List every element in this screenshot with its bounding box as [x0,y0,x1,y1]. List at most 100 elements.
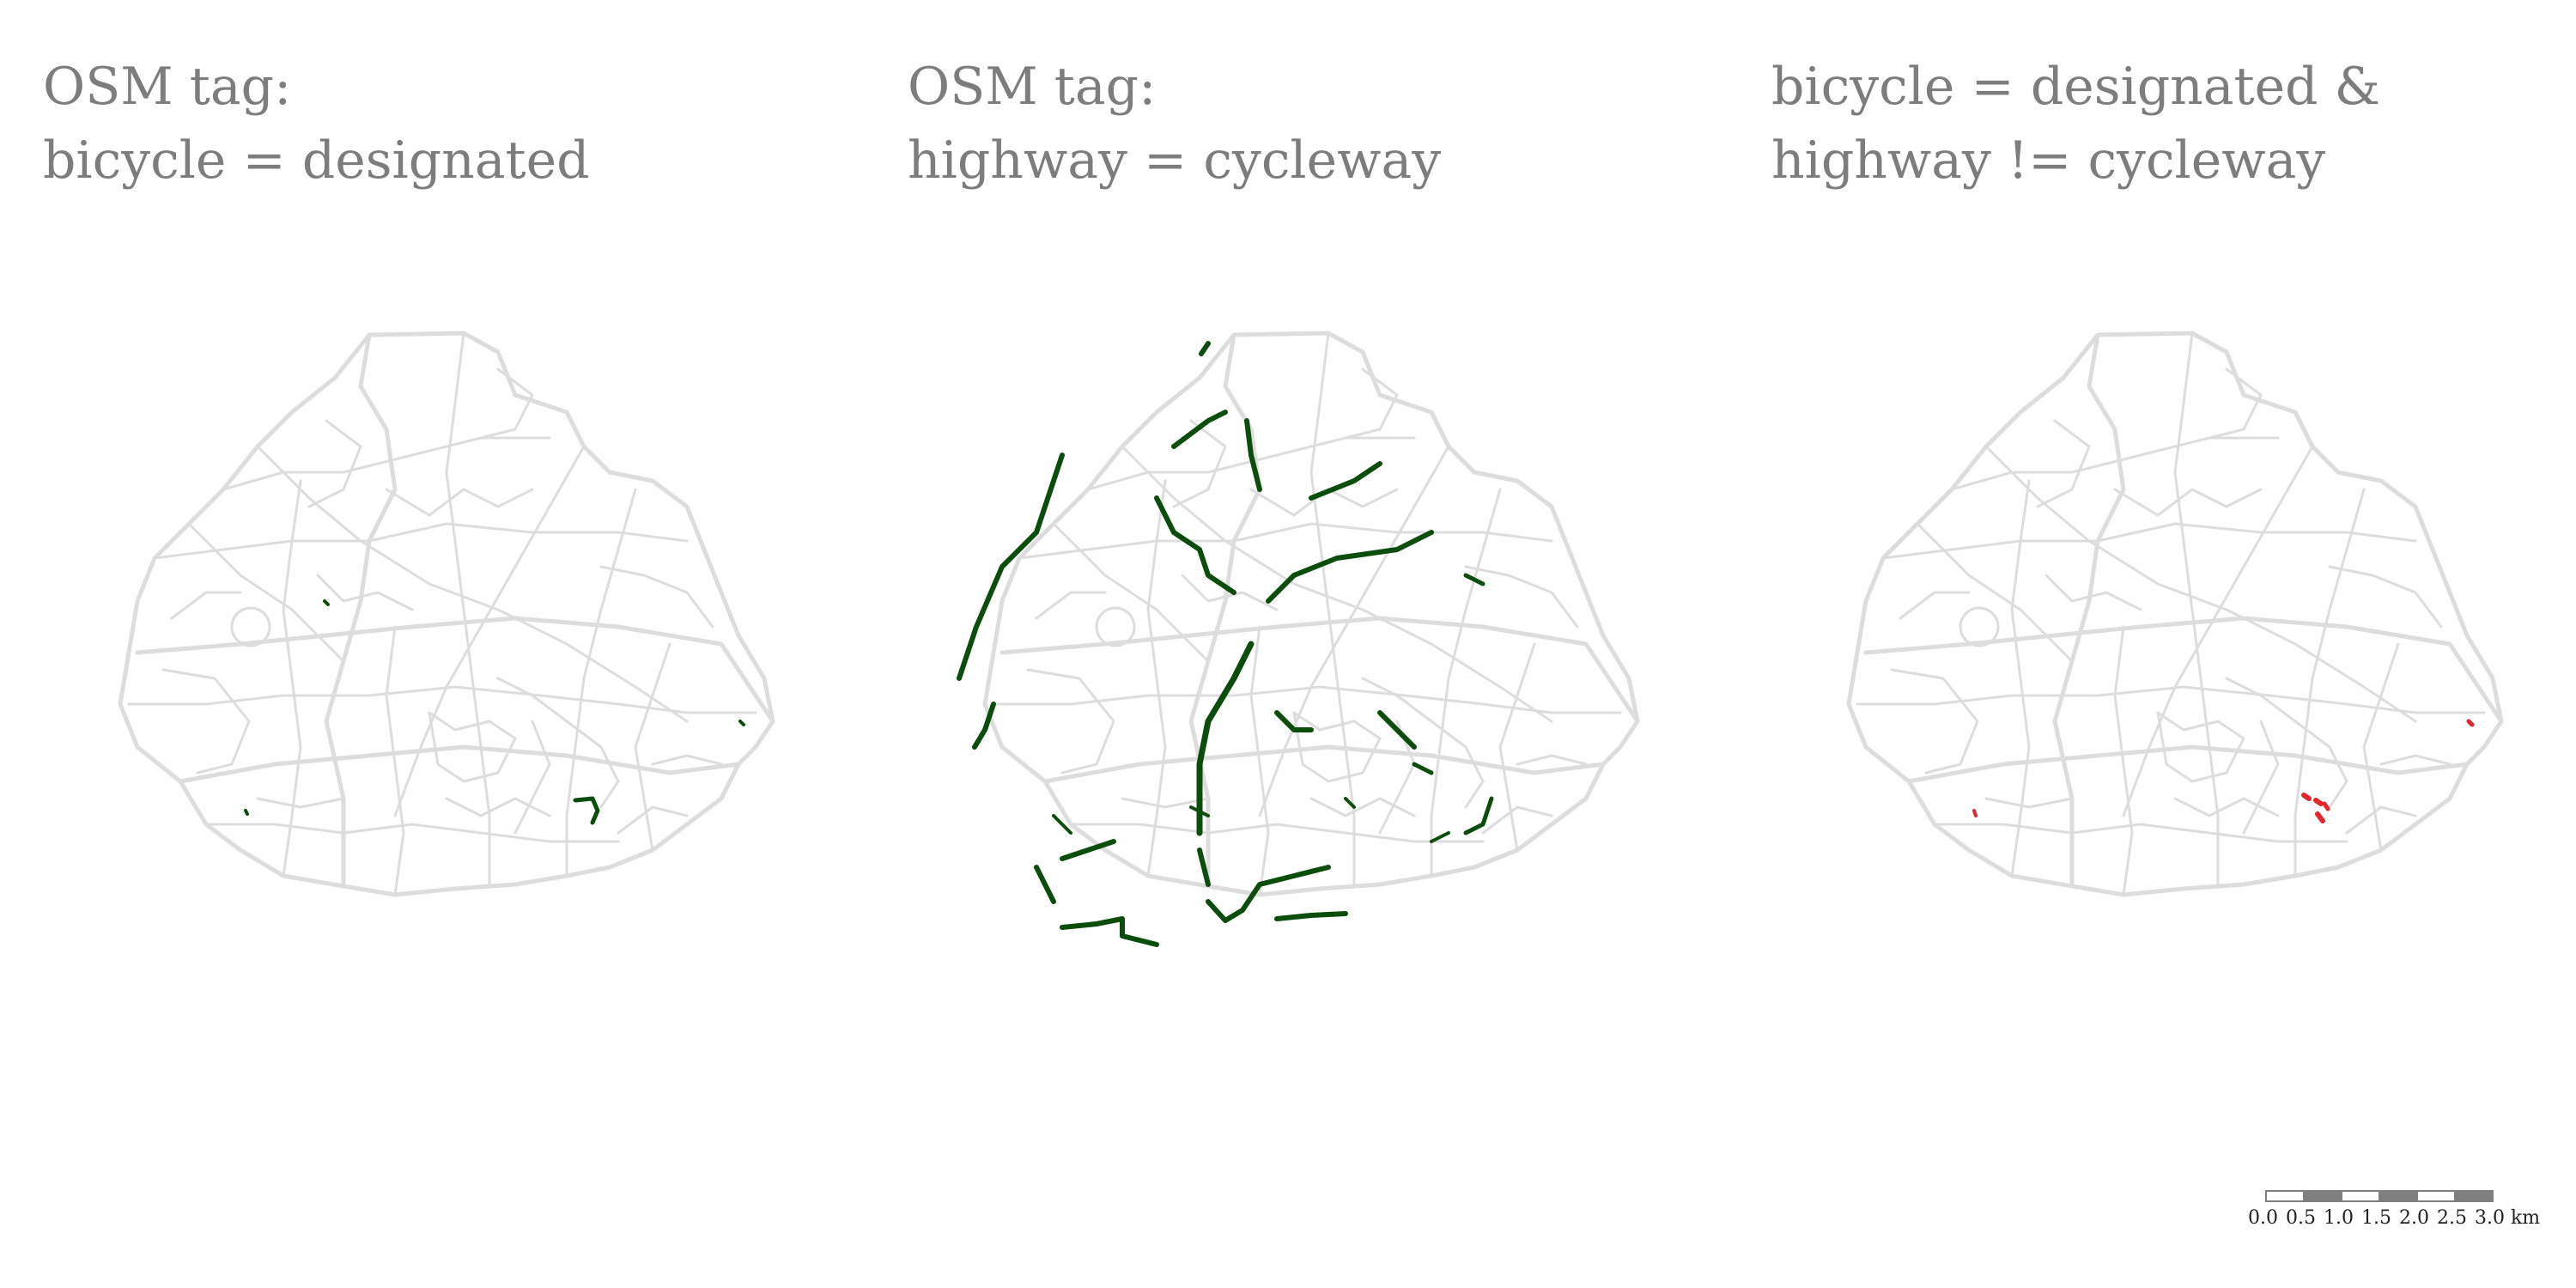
panel-2-title-line1: OSM tag: [908,57,1157,117]
road-segment [1933,823,2348,843]
scale-bar: 0.0 0.5 1.0 1.5 2.0 2.5 3.0 km [2248,1190,2540,1233]
road-segment [2044,574,2142,611]
highlighted-segment [1197,848,1211,887]
road-segment [2208,368,2263,440]
road-segment [1361,677,1485,809]
road-segment [2036,419,2091,508]
panel-1-title-line2: bicycle = designated [43,131,590,191]
panel-2-title: OSM tag: highway = cycleway [908,50,1441,197]
road-segment [496,677,620,809]
scale-label: 0.0 [2248,1207,2278,1229]
road-segment [2225,677,2348,809]
road-segment [1146,479,1167,878]
highlighted-segment [1377,710,1417,750]
road-segment [2173,331,2220,886]
road-segment [1344,368,1399,440]
highlighted-segment [1171,410,1228,449]
panel-1-title-line1: OSM tag: [43,57,292,117]
road-segment [222,436,551,491]
road-segment [256,445,689,723]
highlighted-segment [2315,811,2325,823]
road-segment [982,331,1640,897]
road-segment [1881,522,2417,560]
road-segment [1181,574,1279,611]
highlighted-segment [1189,805,1210,817]
road-segment [479,368,534,440]
highlighted-segment [1412,762,1434,775]
highlighted-segments-1 [244,599,745,825]
road-segment [599,565,714,629]
panel-3-title-line1: bicycle = designated & [1771,57,2381,117]
road-segment [393,445,586,817]
panel-3-title-line2: highway != cycleway [1771,131,2326,191]
road-segment [1095,606,1136,647]
panel-1-title: OSM tag: bicycle = designated [43,50,590,197]
road-segment [1309,797,1416,817]
road-network-3 [1846,331,2504,897]
road-segment [1959,606,2000,647]
road-segment [1863,616,2504,724]
highlighted-segment [1199,341,1211,356]
highlighted-segment [1463,796,1494,835]
road-segment [161,668,251,775]
scale-segment [2265,1190,2305,1202]
road-segment [1906,744,2470,784]
highlighted-segment [1034,865,1056,904]
road-segment [2052,332,2126,889]
highlighted-segment [1274,911,1348,921]
road-segment [1899,591,1971,620]
road-segment [385,488,534,517]
map-svg-2 [957,331,1640,947]
road-segment [1464,565,1579,629]
road-segment [617,805,689,835]
panel-2-title-line2: highway = cycleway [908,131,1442,191]
road-segment [1121,797,1210,809]
scale-segment [2341,1190,2380,1202]
road-segment [204,823,620,843]
road-segment [2113,625,2134,896]
highlighted-segment [1244,418,1262,492]
road-segment [1069,823,1485,843]
highlighted-segment [1309,461,1382,501]
road-segment [1042,744,1606,784]
road-segment [2362,642,2400,852]
highlighted-segment [244,809,249,816]
highlighted-segment [1052,814,1072,835]
highlighted-segment [1060,916,1159,947]
road-segment [634,642,671,852]
highlighted-segment [2301,793,2312,801]
scale-label: 2.0 [2399,1207,2429,1229]
road-segment [118,331,775,897]
map-svg-1 [118,331,775,897]
map-panel-1 [86,318,807,987]
road-segment [1378,720,1416,835]
map-svg-3 [1846,331,2504,897]
road-segment [1846,331,2504,897]
highlighted-segment [957,453,1065,681]
road-segment [999,616,1640,724]
highlighted-segments-2 [957,341,1494,947]
road-segment [1018,522,1553,560]
scale-segment [2454,1190,2494,1202]
highlighted-segment [1972,809,1978,817]
scale-label: 1.5 [2361,1207,2391,1229]
highlighted-segment [2313,798,2324,806]
highlighted-segment [1266,530,1434,604]
road-network-2 [982,331,1640,897]
road-segment [1430,488,1502,878]
road-segment [1258,445,1450,817]
road-segment [256,797,345,809]
highlighted-segment [573,796,600,825]
road-segment [178,744,741,784]
road-segment [316,574,414,611]
highlighted-segment [1344,797,1356,809]
highlighted-segment [738,720,745,726]
road-segment [2293,488,2366,878]
road-network-1 [118,331,775,897]
road-segment [153,522,689,560]
road-segment [2379,754,2451,766]
scale-label: 1.0 [2324,1207,2354,1229]
road-segment [1498,642,1536,852]
scale-segment [2379,1190,2418,1202]
highlighted-segment [2322,801,2330,811]
